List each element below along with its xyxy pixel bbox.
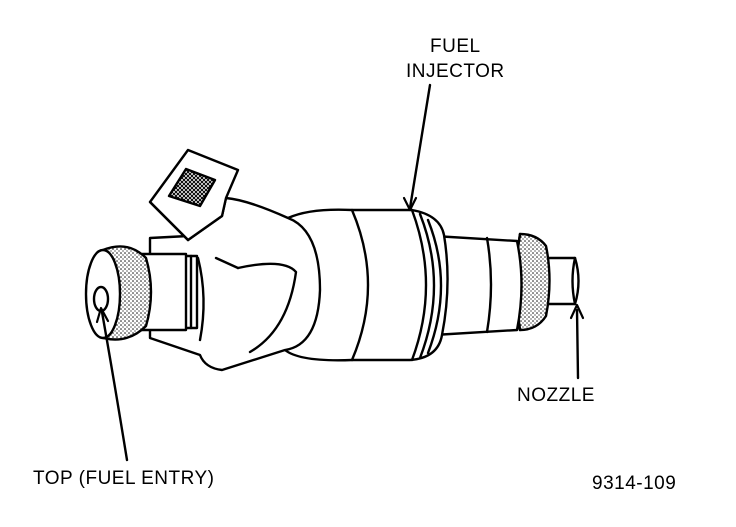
nozzle-tip [543,256,580,306]
fuel-injector-label-line1: FUEL [430,36,481,57]
solenoid-housing [283,208,449,362]
nozzle-label: NOZZLE [517,385,595,406]
leader-top-fuel-entry [95,306,129,462]
leader-fuel-injector [402,83,432,212]
retaining-clip [183,254,199,330]
fuel-injector-label-line2: INJECTOR [406,61,505,82]
lower-body-cylinder [432,234,523,337]
top-fuel-entry-label: TOP (FUEL ENTRY) [33,468,215,489]
electrical-connector-socket [148,148,240,242]
leader-nozzle [569,303,585,380]
upper-o-ring [84,245,153,341]
figure-number: 9314-109 [592,473,677,494]
